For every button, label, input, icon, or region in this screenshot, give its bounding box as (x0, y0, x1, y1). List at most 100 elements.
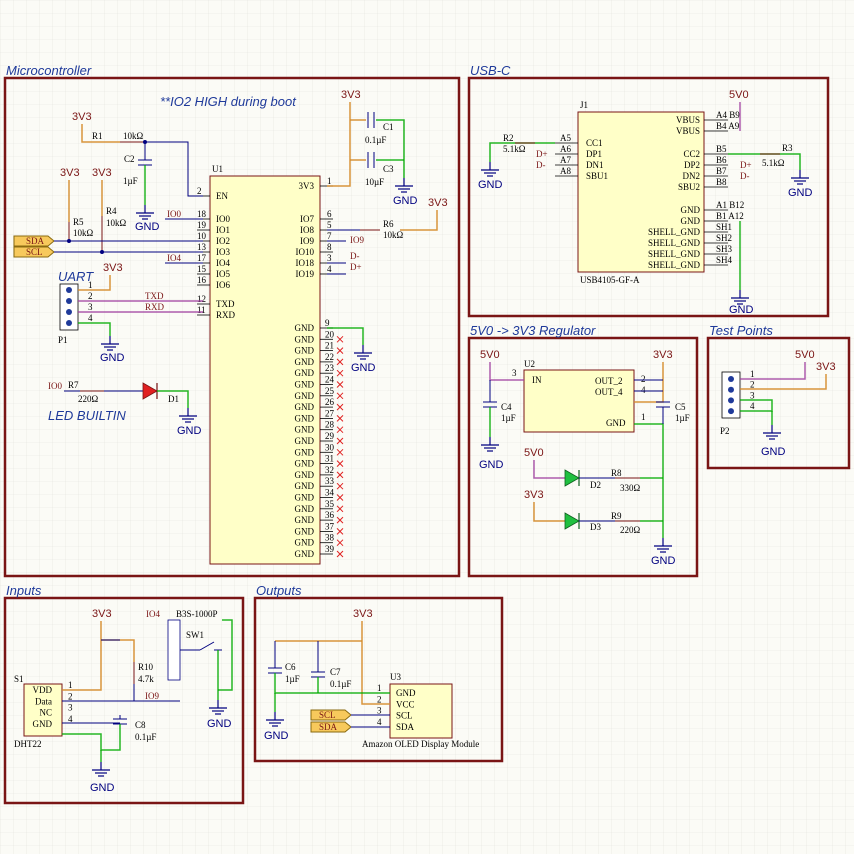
d1-gnd-label: GND (177, 425, 202, 437)
inputs-section-box (3, 596, 245, 805)
s1-pin-name-gnd: GND (33, 719, 53, 729)
j1-pin-name-cc1: CC1 (586, 138, 603, 148)
r6-value: 10kΩ (383, 230, 404, 240)
s1-pin-name-vdd: VDD (33, 685, 53, 695)
u1-rpin-name-io18: IO18 (296, 258, 315, 268)
p1-pin-num-1: 1 (88, 280, 93, 290)
power-3v3-d3: 3V3 (524, 489, 544, 501)
u1-nc-mark-b-29 (336, 437, 344, 445)
sw1-part: B3S-1000P (176, 609, 218, 619)
power-3v3-tp: 3V3 (816, 361, 836, 373)
u1-gnd-pin-name-20: GND (295, 334, 315, 344)
io4-net-label: IO4 (167, 253, 181, 263)
j1-net-A7: D- (536, 160, 546, 170)
c5-value: 1µF (675, 413, 690, 423)
u1-gnd-pin-num-22: 22 (325, 352, 334, 362)
r8-ref: R8 (611, 468, 622, 478)
j1-rpin-name-11: SHELL_GND (648, 260, 700, 270)
u1-rpin-name-io19: IO19 (296, 269, 315, 279)
power-5v0-reg: 5V0 (480, 349, 500, 361)
c7-ref: C7 (330, 667, 341, 677)
u1-gnd-pin-num-32: 32 (325, 465, 334, 475)
sw1-lever (199, 641, 215, 651)
u1-nc-mark-b-39 (336, 550, 344, 558)
inputs-section-title: Inputs (6, 583, 42, 598)
u1-gnd-pin-num-9: 9 (325, 318, 330, 328)
u1-gnd-pin-num-30: 30 (325, 442, 335, 452)
u1-gnd-pin-name-28: GND (295, 425, 315, 435)
u1-rpin-num-8: 8 (327, 242, 332, 252)
u1-gnd-pin-name-9: GND (295, 323, 315, 333)
d1-gnd-wire (157, 390, 189, 408)
u2-pin-out4: OUT_4 (595, 387, 623, 397)
scl-junction (100, 250, 104, 254)
u1-rpin-num-3: 3 (327, 253, 332, 263)
c1-gnd-wire (376, 119, 405, 178)
c1-ref: C1 (383, 122, 394, 132)
u1-rpin-num-7: 7 (327, 231, 332, 241)
u1-rpin-num-4: 4 (327, 264, 332, 274)
u1-gnd-pin-name-33: GND (295, 481, 315, 491)
uart-note: UART (58, 269, 94, 284)
u3-pin-name-gnd: GND (396, 688, 416, 698)
power-5v0-tp: 5V0 (795, 349, 815, 361)
r3-ref: R3 (782, 143, 793, 153)
boot-note: **IO2 HIGH during boot (160, 94, 297, 109)
j1-rpin-name-4: DN2 (683, 171, 701, 181)
c3-value: 10µF (365, 177, 384, 187)
u1-3v3-wire (327, 102, 351, 187)
j1-pin-name-dn1: DN1 (586, 160, 604, 170)
u1-gnd-pin-num-21: 21 (325, 341, 334, 351)
r1-value: 10kΩ (123, 131, 144, 141)
u1-rpin-num-6: 6 (327, 209, 332, 219)
u1-gnd-pin-num-29: 29 (325, 431, 335, 441)
u1-nc-mark-b-26 (336, 403, 344, 411)
u1-ref: U1 (212, 164, 223, 174)
u2-regulator-body (523, 369, 635, 433)
u1-gnd-wire (327, 327, 364, 345)
sw1-body-left (167, 619, 181, 681)
r4-value: 10kΩ (106, 218, 127, 228)
u1-gnd-pin-num-23: 23 (325, 363, 335, 373)
u1-nc-mark-b-30 (336, 448, 344, 456)
power-3v3-u3: 3V3 (353, 608, 373, 620)
led-io0-label: IO0 (48, 381, 62, 391)
r2-gnd-label: GND (478, 179, 503, 191)
j1-rpin-num-11: SH4 (716, 255, 733, 265)
u1-gnd-pin-name-32: GND (295, 470, 315, 480)
j1-rpin-num-10: SH3 (716, 244, 733, 254)
j1-rpin-num-7: B1 A12 (716, 211, 744, 221)
c7-value: 0.1µF (330, 679, 351, 689)
j1-ref: J1 (580, 100, 588, 110)
u2-pin-out2: OUT_2 (595, 376, 623, 386)
j1-rpin-name-0: VBUS (676, 115, 700, 125)
r4-ref: R4 (106, 206, 117, 216)
c8-ref: C8 (135, 720, 146, 730)
u3-pin-num-4: 4 (377, 717, 382, 727)
d2-ref: D2 (590, 480, 601, 490)
c6-ref: C6 (285, 662, 296, 672)
reg-section-title: 5V0 -> 3V3 Regulator (470, 323, 596, 338)
u3-part: Amazon OLED Display Module (362, 739, 479, 749)
r1-ref: R1 (92, 131, 103, 141)
scl-net-label: SCL (26, 247, 43, 257)
io0-net-label: IO0 (167, 209, 181, 219)
u1-gnd-pin-num-28: 28 (325, 420, 335, 430)
u1-gnd-pin-name-39: GND (295, 549, 315, 559)
tp-3v3-wire (740, 374, 827, 390)
p1-pin-dot-1 (66, 287, 72, 293)
j1-rpin-num-6: A1 B12 (716, 200, 744, 210)
u1-pin-num-12: 12 (197, 294, 206, 304)
u1-pin-num-15: 15 (197, 264, 207, 274)
u1-pin-num-10: 10 (197, 231, 207, 241)
uart-gnd-label: GND (100, 352, 125, 364)
j1-pin-num-A7: A7 (560, 155, 571, 165)
p2-pin-num-4: 4 (750, 401, 755, 411)
u3-pin-name-sda: SDA (396, 722, 415, 732)
u1-nc-mark-b-25 (336, 392, 344, 400)
